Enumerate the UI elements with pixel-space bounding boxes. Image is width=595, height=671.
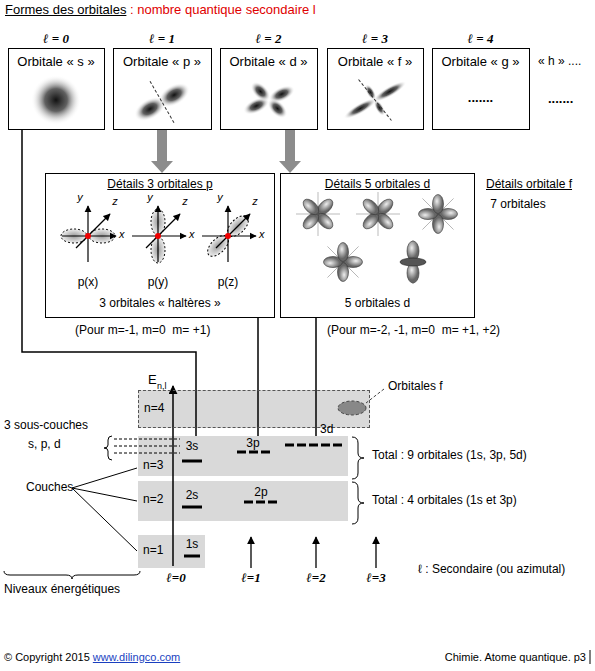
node-text: .......	[468, 91, 493, 106]
axis-label: x	[259, 228, 265, 241]
detail-box: Détails 5 orbitales d 5 orbitales d	[280, 173, 475, 318]
node-text: Détails 5 orbitales d	[325, 178, 430, 192]
band-fill	[138, 436, 348, 476]
level-label: 2s	[186, 489, 199, 503]
ellipsis: .......	[548, 92, 573, 107]
text-label: s, p, d	[28, 438, 61, 452]
node-text: Orbitale « p »	[123, 55, 201, 70]
detail-heading: Détails orbitale f	[486, 178, 572, 192]
quantum-number: ℓ=3	[366, 571, 385, 586]
orbital-box: ℓ = 0Orbitale « s »	[8, 48, 105, 130]
legend-note: ℓ : Secondaire (ou azimutal)	[418, 563, 565, 577]
quantum-number: ℓ = 1	[149, 32, 175, 47]
text-label: 3 sous-couches	[4, 419, 88, 433]
quantum-number: ℓ = 4	[468, 32, 494, 47]
axis-label: E	[148, 373, 157, 388]
node-text: n=4	[144, 402, 164, 416]
axis-label: y	[217, 191, 223, 204]
title: Formes des orbitales	[5, 3, 126, 18]
copyright: © Copyright 2015	[4, 651, 93, 664]
connector-line	[316, 318, 317, 436]
level-label: 2p	[254, 486, 267, 500]
node-text: Orbitale « f »	[338, 55, 412, 70]
detail-note: 7 orbitales	[490, 198, 545, 212]
band-fill	[138, 535, 205, 568]
orbital-box: ℓ = 2Orbitale « d »	[220, 48, 318, 130]
text-label: Couches	[26, 481, 73, 495]
total-note: Total : 4 orbitales (1s et 3p)	[372, 494, 517, 508]
axis-label: z	[182, 195, 188, 208]
node-text: p(y)	[148, 276, 169, 290]
orbital-label: « h » ....	[538, 55, 581, 69]
node-text: Détails 3 orbitales p	[107, 178, 212, 192]
node-text: n=1	[143, 544, 163, 558]
level-label: 3p	[246, 437, 259, 451]
quantum-number: ℓ=0	[166, 571, 185, 586]
axis-label: y	[147, 191, 153, 204]
orbital-label: Orbitales f	[388, 380, 443, 394]
node-text: n=3	[143, 459, 163, 473]
energy-band: n=4	[138, 390, 370, 428]
node-text: p(z)	[218, 276, 239, 290]
quantum-note: (Pour m=-1, m=0 m= +1)	[75, 324, 210, 338]
band-fill	[138, 481, 348, 521]
orbital-box: ℓ = 1Orbitale « p »	[113, 48, 212, 130]
level-label: 1s	[186, 538, 199, 552]
subtitle: : nombre quantique secondaire l	[126, 3, 315, 18]
quantum-number: ℓ = 2	[256, 32, 282, 47]
node-text: 3 orbitales « haltères »	[99, 297, 220, 311]
axis-label: y	[77, 191, 83, 204]
quantum-number: ℓ = 3	[362, 32, 388, 47]
node-text: Orbitale « g »	[441, 55, 519, 70]
axis-label: z	[112, 195, 118, 208]
level-label: 3s	[186, 440, 199, 454]
orbital-box: ℓ = 3Orbitale « f »	[327, 48, 424, 130]
connector-line	[258, 318, 259, 436]
quantum-note: (Pour m=-2, -1, m=0 m= +1, +2)	[327, 324, 500, 338]
node-text: Orbitale « d »	[229, 55, 307, 70]
node-text: 5 orbitales d	[345, 297, 410, 311]
connector-line	[151, 130, 173, 173]
node-text: p(x)	[78, 276, 99, 290]
link: www.dilingco.com	[93, 651, 180, 664]
node-text: n=2	[143, 493, 163, 507]
axis-label: x	[119, 228, 125, 241]
quantum-number: ℓ=1	[241, 571, 260, 586]
text-label: Niveaux énergétiques	[4, 583, 120, 597]
page-footer: Chimie. Atome quantique. p3	[445, 651, 586, 664]
axis-label: z	[252, 195, 258, 208]
quantum-number: ℓ = 0	[43, 32, 69, 47]
axis-label: x	[189, 228, 195, 241]
connector-line	[279, 130, 301, 173]
node-text: Orbitale « s »	[17, 55, 94, 70]
total-note: Total : 9 orbitales (1s, 3p, 5d)	[372, 449, 527, 463]
orbital-box: ℓ = 4Orbitale « g ».......	[432, 48, 530, 130]
energy-band: n=2	[138, 481, 348, 521]
energy-band: n=3	[138, 436, 348, 476]
level-label: 3d	[320, 423, 333, 437]
quantum-number: ℓ=2	[306, 571, 325, 586]
axis-label: n,l	[157, 381, 167, 391]
